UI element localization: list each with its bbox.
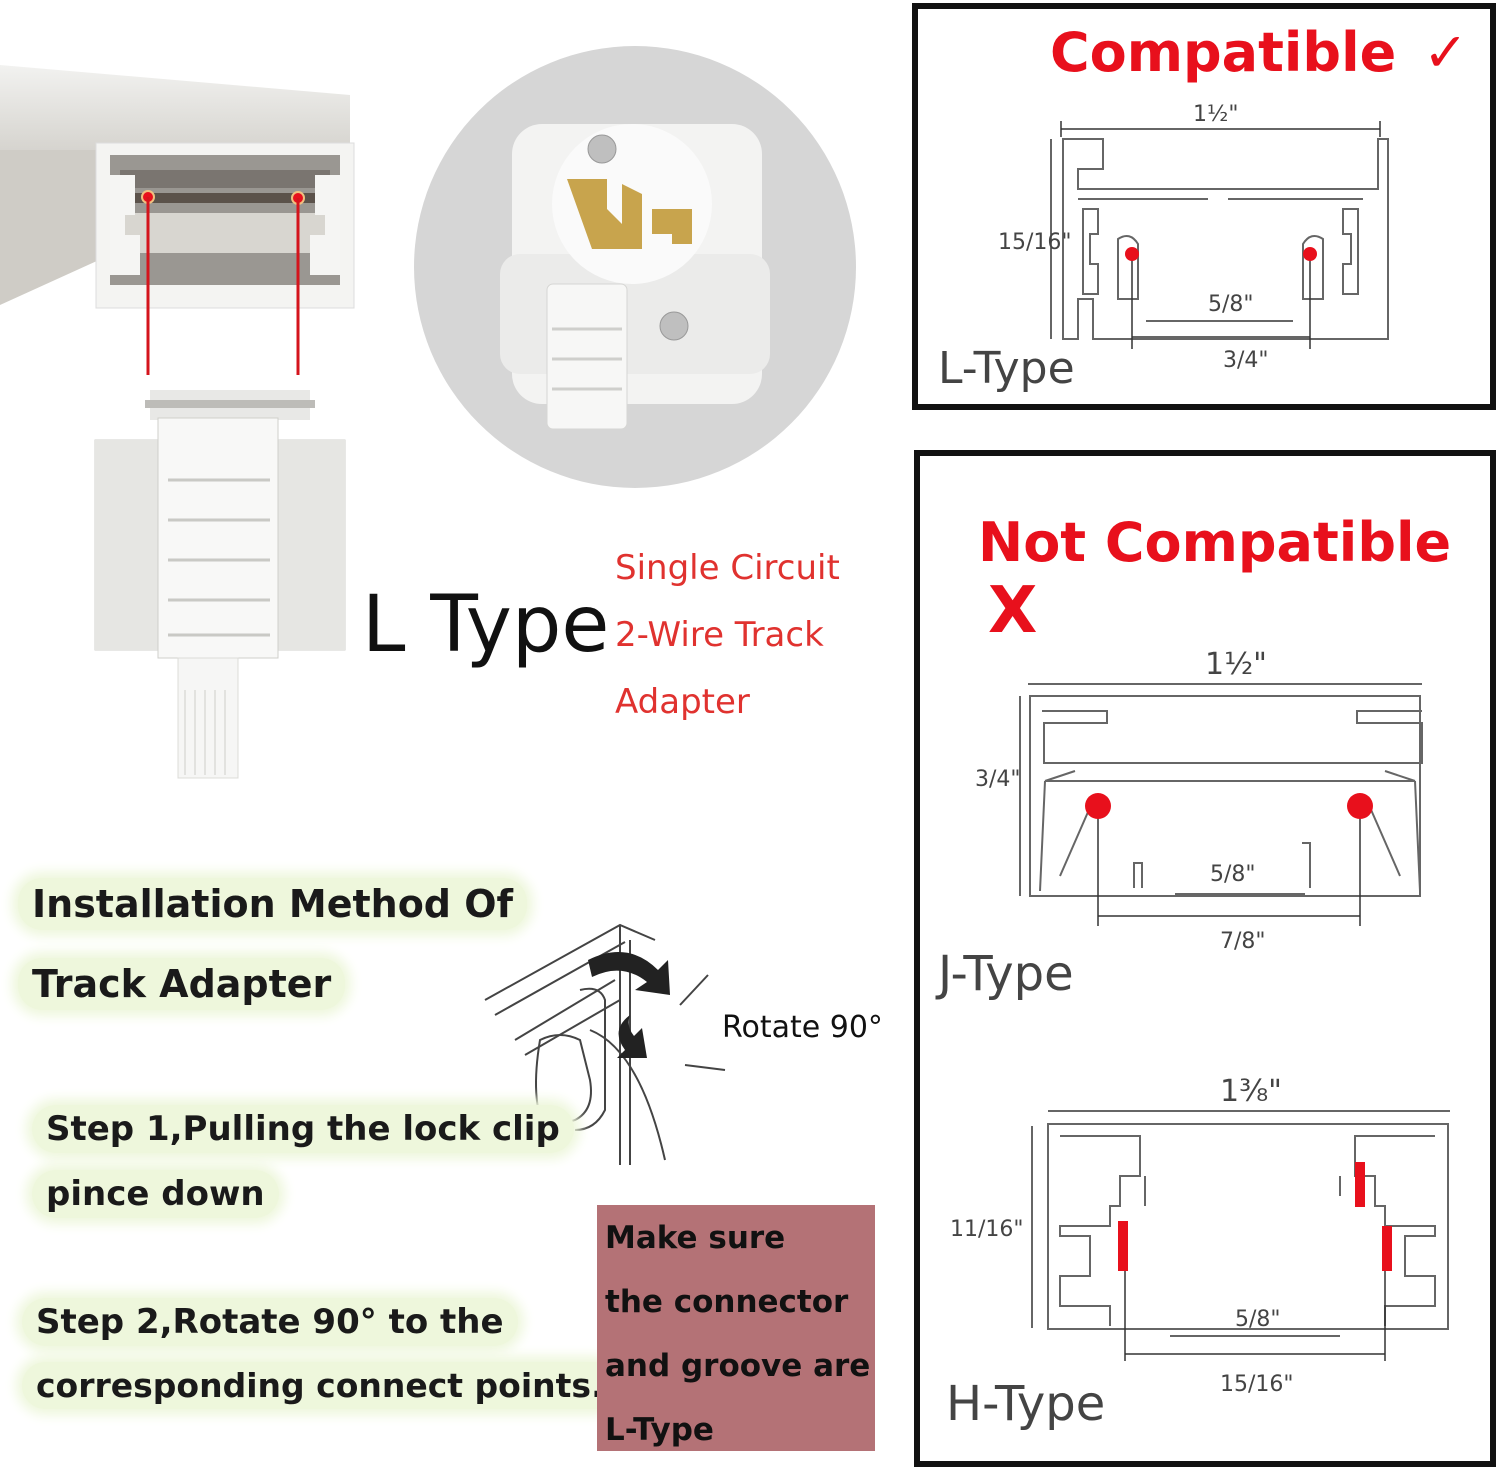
j-type-label: J-Type (938, 946, 1074, 1002)
l-type-inner-dim: 5/8" (1208, 292, 1254, 317)
not-compatible-title: Not Compatible (978, 511, 1452, 574)
step2-line-1: Step 2,Rotate 90° to the (22, 1298, 518, 1346)
rotate-label: Rotate 90° (722, 1010, 883, 1045)
note-box: Make sure the connector and groove are L… (597, 1205, 875, 1451)
screw-icon-2 (659, 311, 689, 341)
product-description-line-3: Adapter (615, 682, 750, 722)
note-line-1: Make sure (605, 1220, 786, 1256)
h-type-width-dim: 1⅜" (1220, 1074, 1282, 1109)
adapter-top-image (414, 46, 856, 488)
compatible-panel: Compatible ✓ L-Type 1½" 15/16" 5/8" 3/4" (912, 3, 1496, 410)
compatible-l-type-label: L-Type (938, 343, 1075, 394)
l-type-contact-left (1125, 247, 1139, 261)
check-mark-icon: ✓ (1423, 21, 1469, 84)
installation-heading-line-1: Installation Method Of (18, 878, 528, 930)
l-type-width-dim: 1½" (1193, 102, 1238, 127)
product-description-line-1: Single Circuit (615, 548, 840, 588)
track-rail-image (0, 65, 355, 375)
j-type-contact-left (1085, 793, 1111, 819)
cross-mark-icon: X (988, 574, 1038, 648)
j-type-inner-dim: 5/8" (1210, 862, 1256, 887)
h-type-label: H-Type (946, 1376, 1106, 1432)
note-line-4: L-Type (605, 1412, 714, 1448)
compatible-title: Compatible (1050, 21, 1397, 84)
step2-line-2: corresponding connect points. (22, 1362, 618, 1409)
adapter-side-image (94, 390, 346, 779)
h-type-contact-right-bottom (1382, 1226, 1392, 1271)
j-type-contact-right (1347, 793, 1373, 819)
not-compatible-panel: Not Compatible X 1½" 3/4" 5/8" 7/8" (914, 450, 1496, 1467)
note-line-3: and groove are (605, 1348, 871, 1384)
rotate-hand-illustration (484, 923, 726, 1165)
step1-line-1: Step 1,Pulling the lock clip (32, 1105, 574, 1153)
l-type-contact-right (1303, 247, 1317, 261)
product-type-label: L Type (362, 580, 610, 670)
installation-heading-line-2: Track Adapter (18, 958, 346, 1010)
h-type-height-dim: 11/16" (950, 1217, 1024, 1242)
j-type-height-dim: 3/4" (975, 767, 1021, 792)
screw-icon (587, 134, 617, 164)
j-type-width-dim: 1½" (1205, 647, 1267, 682)
l-type-height-dim: 15/16" (998, 230, 1072, 255)
h-type-inner-dim: 5/8" (1235, 1307, 1281, 1332)
l-type-outer-dim: 3/4" (1223, 348, 1269, 373)
product-description-line-2: 2-Wire Track (615, 615, 824, 655)
h-type-outer-dim: 15/16" (1220, 1372, 1294, 1397)
h-type-contact-right-top (1355, 1162, 1365, 1207)
rotate-arrow-icon (588, 952, 670, 995)
h-type-contact-left (1118, 1221, 1128, 1271)
l-type-profile-diagram: 1½" 15/16" 5/8" 3/4" (998, 102, 1389, 373)
step1-line-2: pince down (32, 1170, 279, 1218)
j-type-profile-diagram: 1½" 3/4" 5/8" 7/8" 1⅜" 11/16" 5/8" 15/16… (950, 647, 1450, 1397)
j-type-outer-dim: 7/8" (1220, 929, 1266, 954)
note-line-2: the connector (605, 1284, 849, 1320)
